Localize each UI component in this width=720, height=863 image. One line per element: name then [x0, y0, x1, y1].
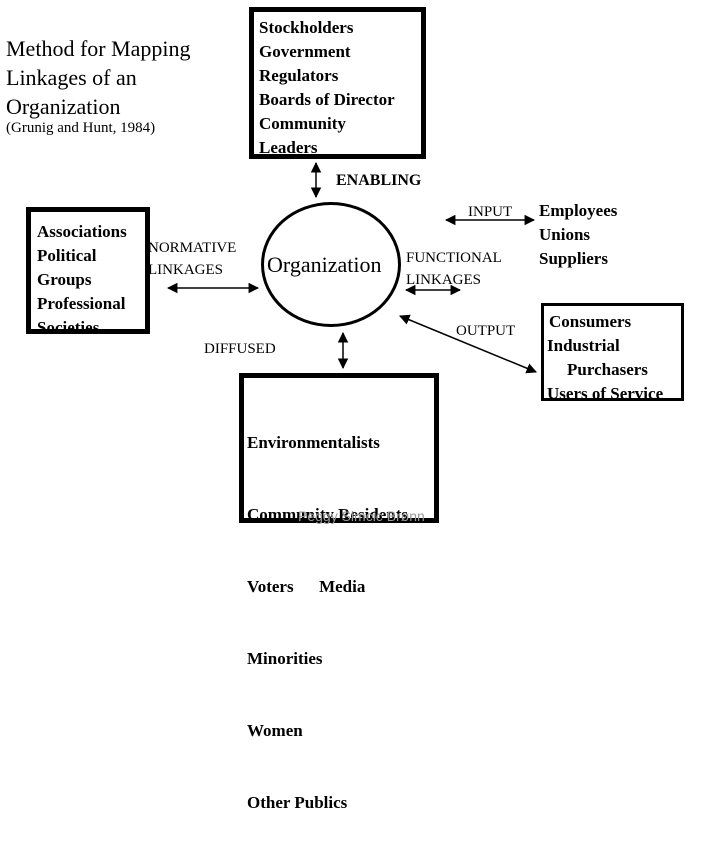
normative-item: Political	[37, 246, 97, 265]
diffused-item: Environmentalists	[247, 433, 380, 452]
organization-label: Organization	[267, 252, 382, 277]
enabling-box: Stockholders Government Regulators Board…	[249, 7, 426, 159]
input-item: Unions	[539, 225, 591, 244]
diffused-label: DIFFUSED	[204, 341, 276, 357]
normative-label-line: NORMATIVE	[148, 240, 237, 256]
title-line: Linkages of an	[6, 65, 137, 90]
normative-label-line: LINKAGES	[148, 262, 223, 278]
normative-item: Societies	[37, 318, 100, 337]
output-item: Industrial	[547, 336, 620, 355]
diffused-item: Minorities	[247, 649, 323, 668]
enabling-item: Community	[259, 114, 346, 133]
functional-label: FUNCTIONAL LINKAGES	[406, 247, 502, 291]
enabling-item: Regulators	[259, 66, 339, 85]
diffused-item: Other Publics	[247, 793, 348, 812]
output-box: Consumers Industrial Purchasers Users of…	[541, 303, 684, 403]
normative-item: Groups	[37, 270, 92, 289]
title-line: Organization	[6, 94, 121, 119]
functional-label-line: LINKAGES	[406, 272, 481, 288]
input-item: Suppliers	[539, 249, 608, 268]
output-item: Consumers	[549, 312, 632, 331]
functional-label-line: FUNCTIONAL	[406, 250, 502, 266]
citation: (Grunig and Hunt, 1984)	[6, 120, 156, 136]
normative-box: Associations Political Groups Profession…	[26, 207, 150, 337]
title-line: Method for Mapping	[6, 36, 191, 61]
input-item: Employees	[539, 201, 618, 220]
enabling-item: Leaders	[259, 138, 318, 157]
footer-credit: Peggy Simcic Brønn	[298, 508, 425, 524]
output-item: Purchasers	[567, 360, 648, 379]
organization-ellipse	[261, 202, 401, 327]
normative-label: NORMATIVE LINKAGES	[148, 237, 236, 281]
output-item: Users of Service	[547, 384, 664, 403]
enabling-item: Stockholders	[259, 18, 354, 37]
enabling-item: Government	[259, 42, 351, 61]
diffused-item: Voters Media	[247, 577, 366, 596]
linkage-arrows	[166, 161, 537, 374]
enabling-item: Boards of Director	[259, 90, 395, 109]
diagram-title: Method for Mapping Linkages of an Organi…	[6, 34, 191, 121]
output-arrow	[399, 314, 537, 374]
normative-item: Professional	[37, 294, 126, 313]
diffused-item: Women	[247, 721, 303, 740]
normative-item: Associations	[37, 222, 127, 241]
diffused-item: Community Residents	[247, 505, 409, 524]
enabling-label: ENABLING	[336, 172, 422, 189]
input-list: Employees Unions Suppliers	[539, 199, 617, 271]
